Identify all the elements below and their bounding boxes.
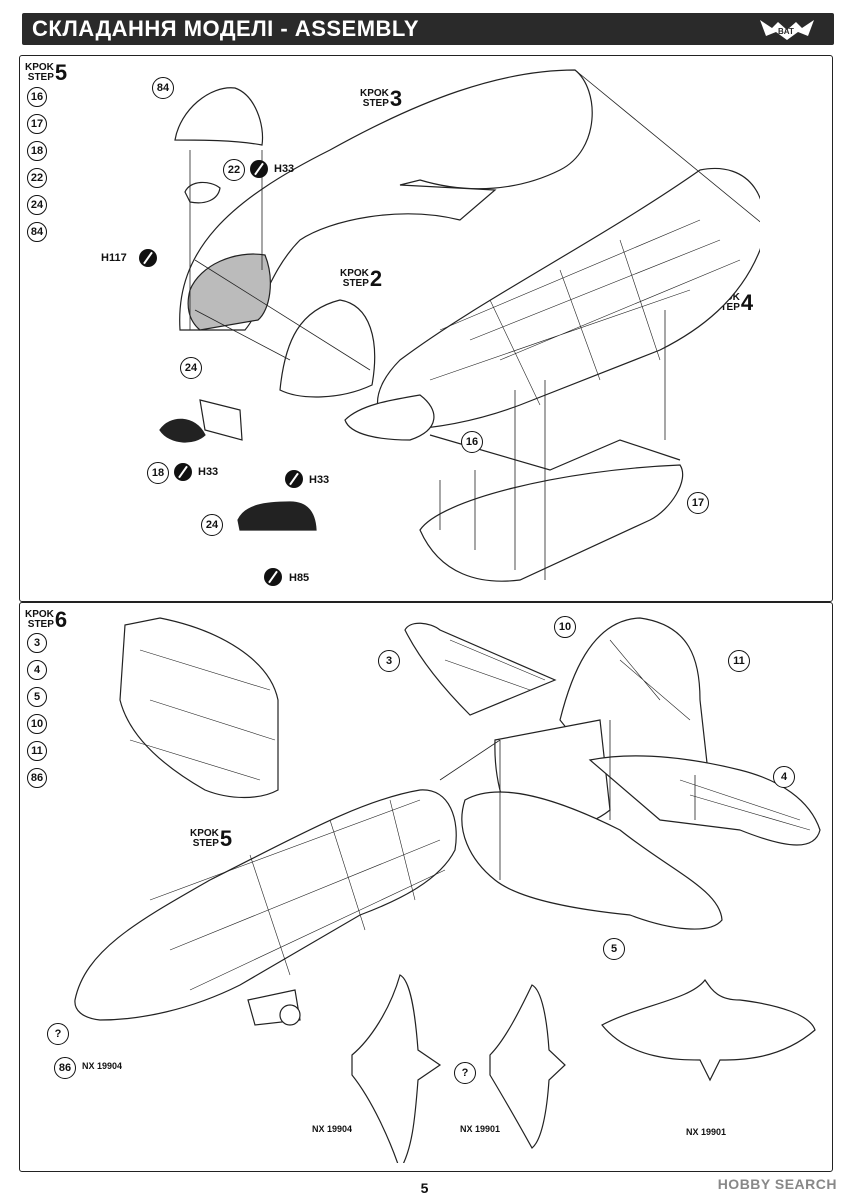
bat-logo-icon: BAT: [760, 20, 814, 40]
step-number: 3: [389, 86, 403, 111]
question-icon: ?: [47, 1023, 69, 1045]
step-step-text: STEP: [713, 302, 740, 313]
paint-code-label: H33: [198, 466, 219, 478]
registration-label: NX 19904: [312, 1124, 353, 1134]
part-number: 10: [27, 714, 47, 734]
horizontal-stabilizer-right: [588, 755, 821, 846]
upper-fuselage-shell: [179, 69, 593, 331]
part-number: 84: [27, 222, 47, 242]
callout-part-84: 84: [152, 77, 174, 99]
plan-view-nx19904: [351, 974, 442, 1163]
tail-assembly-diagram: [74, 617, 821, 1163]
page-title: СКЛАДАННЯ МОДЕЛІ - ASSEMBLY: [32, 16, 420, 41]
step-5-parts-list: 16 17 18 22 24 84: [27, 87, 47, 249]
step-6-parts-list: 3 4 5 10 11 86: [27, 633, 47, 795]
registration-label: NX 19904: [82, 1061, 123, 1071]
bracket-part: [199, 399, 243, 441]
tail-fairing: [461, 791, 723, 930]
plan-view-nx19901-b: [601, 978, 816, 1082]
part-number: 16: [27, 87, 47, 107]
svg-text:BAT: BAT: [778, 27, 794, 36]
part-number: 11: [27, 741, 47, 761]
paint-brush-icon: [139, 249, 157, 267]
step-step-text: STEP: [192, 838, 219, 849]
callout-part-22: 22: [223, 159, 245, 181]
horizontal-stabilizer-left: [404, 622, 557, 716]
step-krok-text: KPOK: [190, 828, 219, 839]
watermark: HOBBY SEARCH: [717, 1176, 837, 1192]
fuselage-assembly-diagram: [159, 69, 760, 582]
callout-part-18: 18: [147, 462, 169, 484]
step-krok-text: KPOK: [360, 88, 389, 99]
paint-code-label: H33: [274, 163, 295, 175]
paint-code-label: H33: [309, 474, 330, 486]
part-number: 4: [27, 660, 47, 680]
underside-insert: [419, 464, 684, 582]
paint-brush-icon: [250, 160, 268, 178]
step-step-text: STEP: [27, 619, 54, 630]
step-krok-text: KPOK: [25, 609, 54, 620]
part-number: 3: [27, 633, 47, 653]
part-number: 5: [27, 687, 47, 707]
step-step-text: STEP: [362, 98, 389, 109]
step-number: 5: [219, 826, 233, 851]
window-part: [184, 181, 221, 204]
black-panel-part: [159, 418, 206, 443]
question-icon: ?: [454, 1062, 476, 1084]
paint-code-label: H85: [289, 572, 310, 584]
callout-part-5: 5: [603, 938, 625, 960]
callout-part-16: 16: [461, 431, 483, 453]
plan-view-nx19901-a: [489, 984, 566, 1149]
step-step-text: STEP: [27, 72, 54, 83]
step-krok-text: KPOK: [25, 62, 54, 73]
main-fuselage: [74, 789, 457, 1021]
step-step-text: STEP: [342, 278, 369, 289]
step-krok-text: KPOK: [340, 268, 369, 279]
part-number: 17: [27, 114, 47, 134]
registration-label: NX 19901: [460, 1124, 501, 1134]
paint-brush-icon: [285, 470, 303, 488]
part-number: 22: [27, 168, 47, 188]
page-number: 5: [420, 1180, 429, 1196]
step-number: 4: [740, 290, 754, 315]
black-instrument-part: [237, 501, 317, 531]
canopy-part: [174, 87, 264, 146]
cockpit-interior: [279, 299, 376, 398]
callout-part-3: 3: [378, 650, 400, 672]
fuselage-detail: [119, 617, 279, 799]
callout-part-10: 10: [554, 616, 576, 638]
part-number: 18: [27, 141, 47, 161]
paint-brush-icon: [174, 463, 192, 481]
callout-part-24: 24: [180, 357, 202, 379]
step-number: 5: [54, 60, 68, 85]
registration-label: NX 19901: [686, 1127, 727, 1137]
paint-code-label: H117: [101, 252, 127, 264]
nose-cone: [344, 394, 435, 441]
callout-part-86: 86: [54, 1057, 76, 1079]
callout-part-24: 24: [201, 514, 223, 536]
step-number: 6: [54, 607, 68, 632]
page-header: СКЛАДАННЯ МОДЕЛІ - ASSEMBLY BAT: [22, 13, 834, 45]
part-number: 86: [27, 768, 47, 788]
step-number: 2: [369, 266, 383, 291]
callout-part-17: 17: [687, 492, 709, 514]
callout-part-4: 4: [773, 766, 795, 788]
callout-part-11: 11: [728, 650, 750, 672]
part-number: 24: [27, 195, 47, 215]
paint-brush-icon: [264, 568, 282, 586]
